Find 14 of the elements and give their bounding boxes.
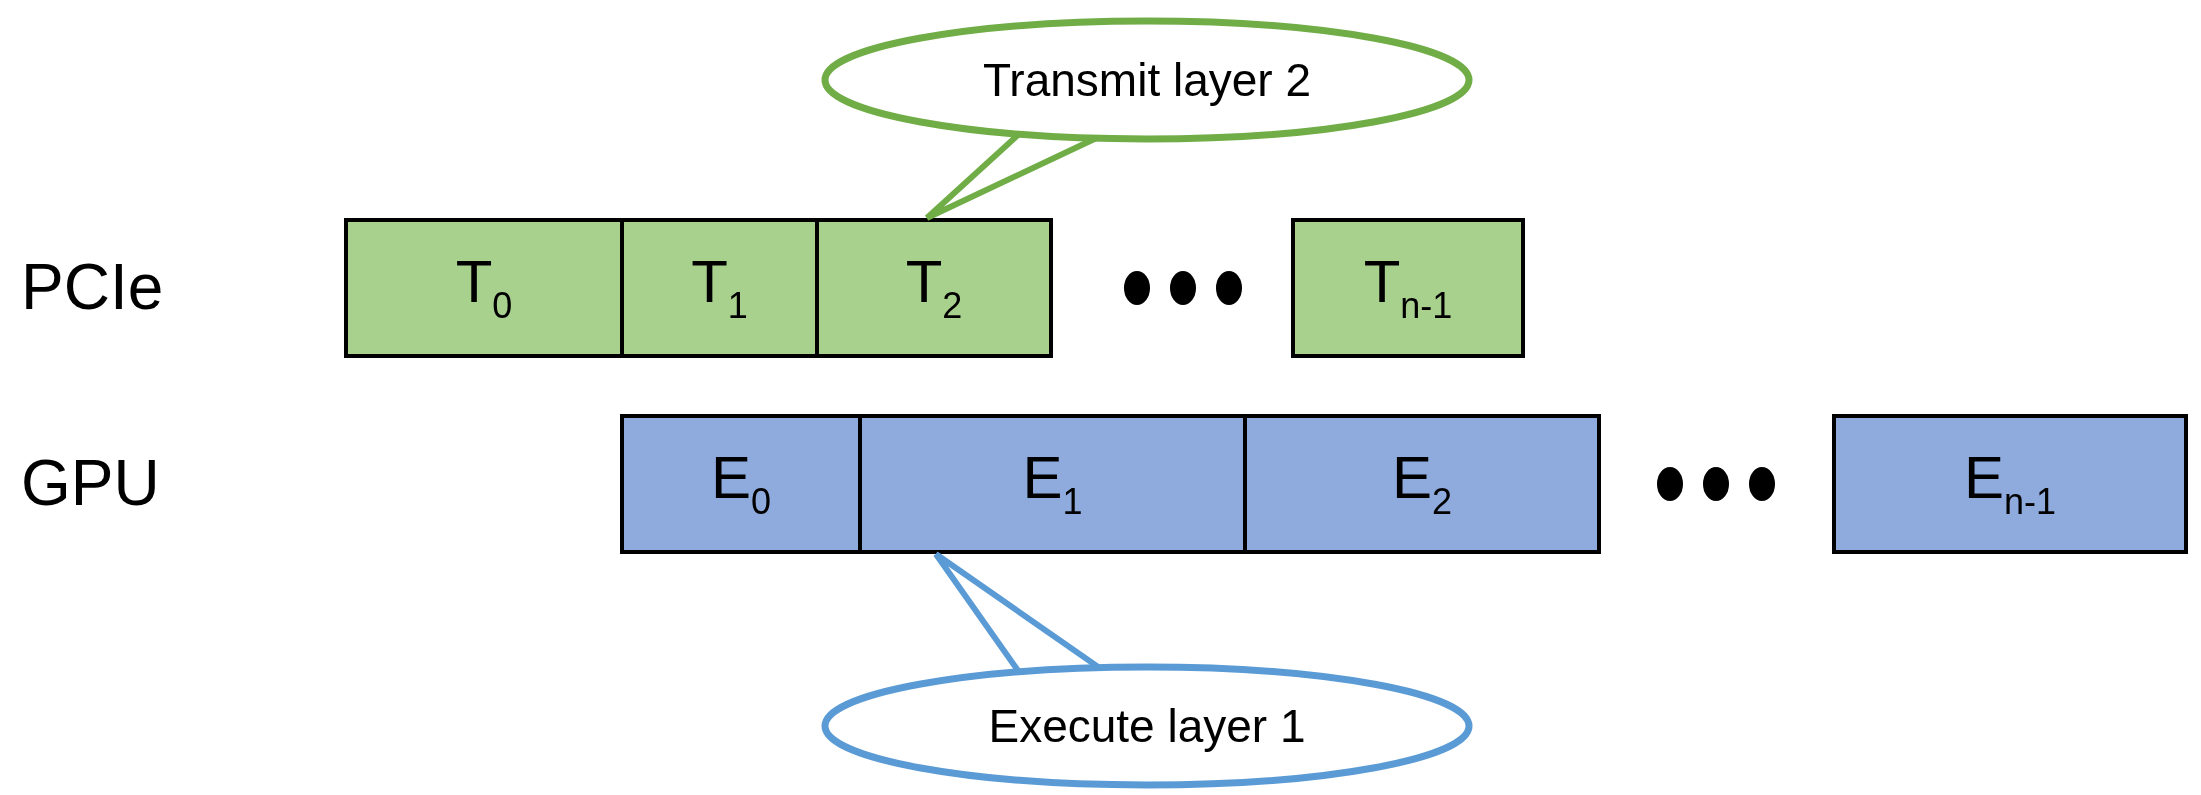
speech-bubble <box>821 663 1473 789</box>
row-label: GPU <box>21 446 160 520</box>
slot-label: E$_{n-1}$ <box>1963 447 2057 521</box>
row-label: PCIe <box>21 250 164 324</box>
slot-label: T$_{1}$ <box>691 251 748 325</box>
time-slot-box <box>1291 218 1525 358</box>
slot-label: T$_{n-1}$ <box>1363 251 1453 325</box>
slot-label: E$_{1}$ <box>1022 447 1083 521</box>
slot-label: E$_{0}$ <box>710 447 772 521</box>
slot-label: T$_{0}$ <box>455 251 513 325</box>
time-slot-box <box>1832 414 2188 554</box>
slot-label: T$_{2}$ <box>905 251 963 325</box>
speech-bubble <box>821 17 1473 143</box>
slot-label: E$_{2}$ <box>1391 447 1453 521</box>
